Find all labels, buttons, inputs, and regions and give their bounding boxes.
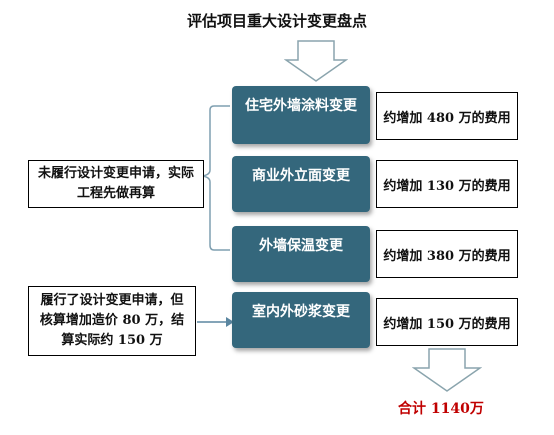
note-text: 未履行设计变更申请，实际工程先做再算 <box>37 166 194 201</box>
cost-box-commercial-facade: 约增加 130 万的费用 <box>376 160 518 208</box>
cost-box-mortar: 约增加 150 万的费用 <box>376 298 518 346</box>
cost-text: 约增加 130 万的费用 <box>383 178 511 194</box>
change-label: 住宅外墙涂料变更 <box>245 98 357 114</box>
down-arrow-icon <box>412 348 482 392</box>
cost-text: 约增加 380 万的费用 <box>383 248 511 264</box>
change-label: 商业外立面变更 <box>252 168 350 184</box>
diagram-title: 评估项目重大设计变更盘点 <box>186 12 367 30</box>
change-box-commercial-facade: 商业外立面变更 <box>232 156 370 212</box>
note-text: 履行了设计变更申请，但核算增加造价 80 万，结算实际约 150 万 <box>39 293 185 348</box>
note-applied: 履行了设计变更申请，但核算增加造价 80 万，结算实际约 150 万 <box>28 286 196 356</box>
note-not-applied: 未履行设计变更申请，实际工程先做再算 <box>28 160 204 208</box>
cost-text: 约增加 480 万的费用 <box>383 110 511 126</box>
change-box-mortar: 室内外砂浆变更 <box>232 292 370 348</box>
cost-box-insulation: 约增加 380 万的费用 <box>376 230 518 278</box>
down-arrow-icon <box>284 40 348 82</box>
change-box-insulation: 外墙保温变更 <box>232 226 370 282</box>
change-label: 外墙保温变更 <box>259 238 343 254</box>
total-amount: 合计 1140万 <box>398 401 484 417</box>
cost-box-exterior-coating: 约增加 480 万的费用 <box>376 92 518 140</box>
cost-text: 约增加 150 万的费用 <box>383 316 511 332</box>
change-box-exterior-coating: 住宅外墙涂料变更 <box>232 86 370 144</box>
pointer-arrow-icon <box>197 317 234 327</box>
change-label: 室内外砂浆变更 <box>252 304 350 320</box>
